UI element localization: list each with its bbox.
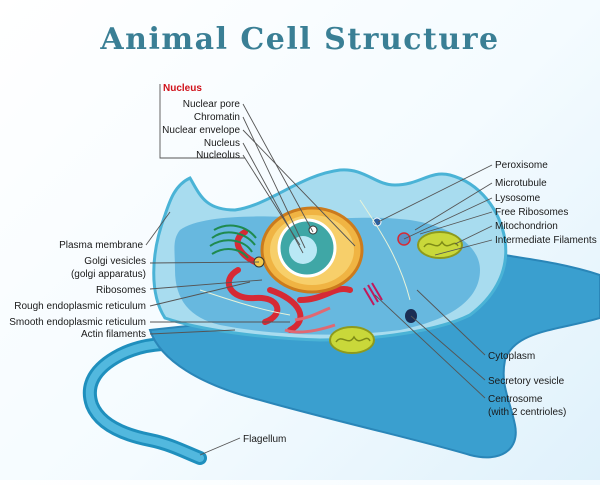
label-microtubule: Microtubule: [495, 178, 547, 189]
label-free-ribosomes: Free Ribosomes: [495, 207, 568, 218]
nucleolus: [289, 236, 317, 264]
nucleus: [260, 206, 364, 294]
label-nuclear-envelope: Nuclear envelope: [162, 125, 240, 136]
label-golgi-apparatus: (golgi apparatus): [71, 269, 146, 280]
label-actin: Actin filaments: [81, 329, 146, 340]
label-chromatin: Chromatin: [194, 112, 240, 123]
nucleus-heading: Nucleus: [163, 83, 202, 94]
label-nuclear-pore: Nuclear pore: [183, 99, 241, 110]
label-centrosome: Centrosome: [488, 394, 543, 405]
label-centrosome-sub: (with 2 centrioles): [488, 407, 566, 418]
label-plasma-membrane: Plasma membrane: [59, 240, 143, 251]
mitochondrion: [417, 231, 463, 259]
label-smooth-er: Smooth endoplasmic reticulum: [9, 317, 146, 328]
label-intermediate-filaments: Intermediate Filaments: [495, 235, 597, 246]
mitochondrion-2: [329, 326, 375, 354]
diagram-title: Animal Cell Structure: [100, 22, 500, 57]
golgi-apparatus: [209, 224, 257, 259]
label-flagellum: Flagellum: [243, 434, 286, 445]
cell-body-lower: [148, 253, 600, 459]
label-rough-er: Rough endoplasmic reticulum: [14, 301, 146, 312]
leader-lines: [145, 84, 493, 456]
microtubules: [199, 199, 411, 316]
label-lysosome: Lysosome: [495, 193, 541, 204]
label-nucleolus: Nucleolus: [196, 150, 240, 161]
smooth-er: [284, 306, 336, 334]
label-peroxisome: Peroxisome: [495, 160, 548, 171]
label-secretory-vesicle: Secretory vesicle: [488, 376, 565, 387]
label-cytoplasm: Cytoplasm: [488, 351, 535, 362]
label-mitochondrion: Mitochondrion: [495, 221, 558, 232]
label-golgi-vesicles: Golgi vesicles: [84, 256, 146, 267]
label-nucleus: Nucleus: [204, 138, 240, 149]
label-ribosomes: Ribosomes: [96, 285, 146, 296]
centrosome: [363, 282, 383, 306]
